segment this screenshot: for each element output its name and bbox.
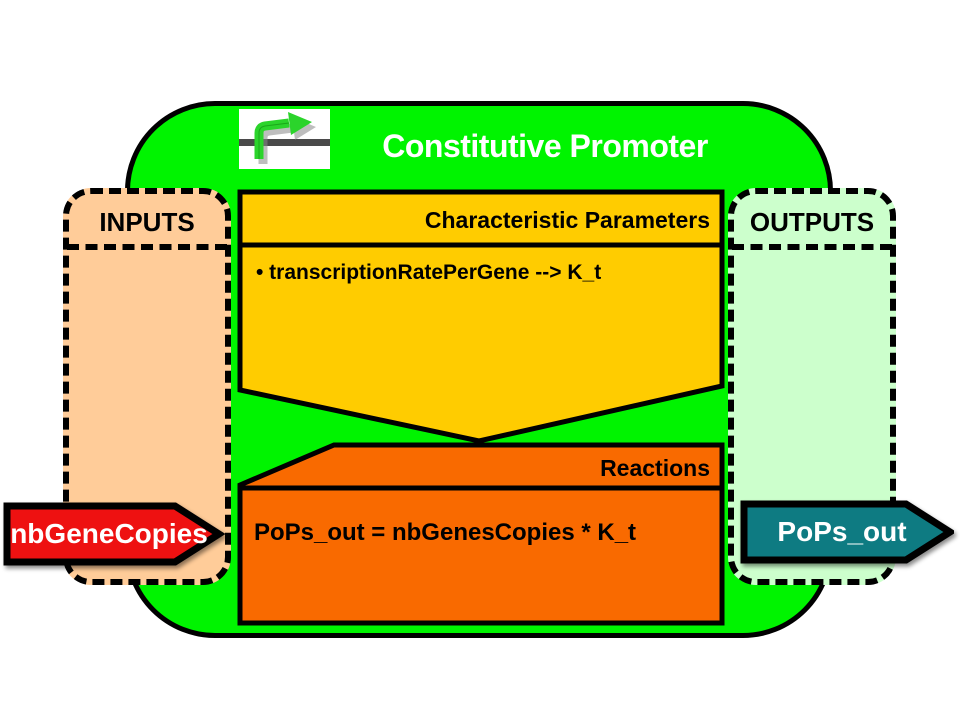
- promoter-arrow-icon: [239, 112, 330, 164]
- reactions-box-shape: [237, 442, 725, 626]
- parameters-box-shape: [237, 189, 725, 444]
- inputs-panel-label: INPUTS: [99, 207, 195, 237]
- inputs-panel-divider: [67, 244, 227, 250]
- output-port-arrow-shape: [740, 500, 954, 564]
- promoter-icon: [239, 109, 330, 169]
- inputs-panel: INPUTS: [63, 188, 231, 585]
- module-title: Constitutive Promoter: [382, 128, 708, 164]
- reactions-box-title: Reactions: [600, 455, 710, 481]
- parameters-box-title: Characteristic Parameters: [424, 207, 710, 233]
- input-port-label: nbGeneCopies: [10, 518, 208, 549]
- reaction-equation: PoPs_out = nbGenesCopies * K_t: [253, 519, 637, 546]
- outputs-panel-divider: [732, 244, 892, 250]
- input-port-arrow-shape: [3, 502, 226, 566]
- output-port-label: PoPs_out: [777, 516, 907, 547]
- parameter-item: • transcriptionRatePerGene --> K_t: [256, 261, 602, 284]
- outputs-panel-label: OUTPUTS: [749, 207, 875, 237]
